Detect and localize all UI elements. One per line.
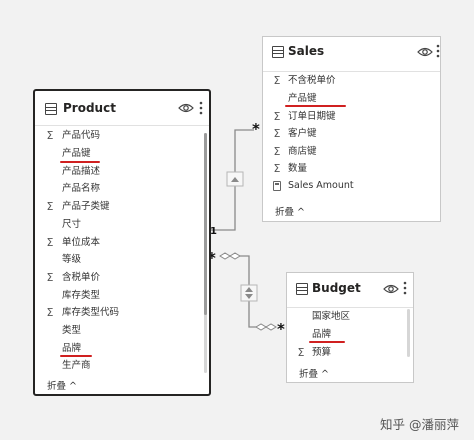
field-sales-amount[interactable]: Sales Amount	[288, 180, 354, 191]
connector-diamond-budget	[255, 323, 277, 331]
cardinality-product-budget-to: *	[277, 320, 285, 338]
field-size[interactable]: 尺寸	[62, 219, 82, 230]
field-budget[interactable]: 预算	[312, 347, 332, 358]
watermark: 知乎 @潘丽萍	[380, 417, 459, 432]
table-title: Product	[63, 101, 116, 115]
calculator-icon	[273, 181, 281, 191]
sigma-icon: Σ	[273, 74, 281, 87]
field-product-key[interactable]: 产品键	[288, 93, 317, 104]
highlight-underline	[60, 355, 92, 357]
eye-icon[interactable]	[417, 46, 433, 58]
collapse-button[interactable]: 折叠 ^	[47, 381, 77, 392]
field-brand[interactable]: 品牌	[62, 343, 82, 354]
field-product-code[interactable]: 产品代码	[62, 130, 101, 141]
field-quantity[interactable]: 数量	[288, 163, 308, 174]
field-country-region[interactable]: 国家地区	[312, 311, 351, 322]
table-icon	[45, 103, 57, 115]
highlight-underline	[285, 105, 346, 107]
sigma-icon: Σ	[273, 110, 281, 123]
table-title: Sales	[288, 44, 325, 58]
field-order-date-key[interactable]: 订单日期键	[288, 111, 336, 122]
sigma-icon: Σ	[46, 200, 54, 213]
more-options-icon[interactable]	[403, 281, 407, 295]
highlight-underline	[60, 161, 100, 163]
table-icon	[296, 283, 308, 295]
scrollbar-track[interactable]	[407, 309, 410, 357]
field-customer-key[interactable]: 客户键	[288, 128, 317, 139]
connector-diamond-product-budget	[219, 252, 241, 260]
field-brand[interactable]: 品牌	[312, 329, 332, 340]
field-type[interactable]: 类型	[62, 325, 82, 336]
collapse-button[interactable]: 折叠 ^	[275, 207, 305, 218]
field-store-key[interactable]: 商店键	[288, 146, 317, 157]
field-unit-price-with-tax[interactable]: 含税单价	[62, 272, 101, 283]
eye-icon[interactable]	[178, 102, 194, 114]
eye-icon[interactable]	[383, 283, 399, 295]
cardinality-product-sales-from: 1	[210, 226, 217, 237]
field-unit-cost[interactable]: 单位成本	[62, 237, 101, 248]
cardinality-product-budget-from: *	[208, 249, 216, 267]
table-icon	[272, 46, 284, 58]
field-class[interactable]: 等级	[62, 254, 82, 265]
field-unit-price-excl-tax[interactable]: 不含税单价	[288, 75, 336, 86]
sigma-icon: Σ	[273, 162, 281, 175]
field-product-name[interactable]: 产品名称	[62, 183, 101, 194]
table-header: Budget	[287, 273, 413, 308]
sigma-icon: Σ	[297, 346, 305, 359]
cardinality-product-sales-to: *	[252, 120, 260, 138]
sigma-icon: Σ	[46, 271, 54, 284]
table-header: Product	[35, 91, 209, 126]
highlight-underline	[309, 341, 345, 343]
bidirectional-filter-icon[interactable]	[240, 284, 258, 302]
table-title: Budget	[312, 281, 361, 295]
more-options-icon[interactable]	[436, 44, 440, 58]
field-stock-type-code[interactable]: 库存类型代码	[62, 307, 120, 318]
table-card-sales[interactable]: Sales Σ 不含税单价 产品键 Σ 订单日期键 Σ 客户键 Σ 商店键 Σ …	[262, 36, 441, 222]
sigma-icon: Σ	[46, 129, 54, 142]
sigma-icon: Σ	[46, 306, 54, 319]
field-stock-type[interactable]: 库存类型	[62, 290, 101, 301]
sigma-icon: Σ	[273, 127, 281, 140]
table-header: Sales	[263, 37, 440, 72]
field-product-subcategory-key[interactable]: 产品子类键	[62, 201, 110, 212]
table-card-product[interactable]: Product Σ 产品代码 产品键 产品描述 产品名称 Σ 产品子类键 尺寸 …	[33, 89, 211, 396]
more-options-icon[interactable]	[199, 101, 203, 115]
field-product-description[interactable]: 产品描述	[62, 166, 101, 177]
sigma-icon: Σ	[46, 236, 54, 249]
field-product-key[interactable]: 产品键	[62, 148, 91, 159]
field-manufacturer[interactable]: 生产商	[62, 360, 91, 371]
collapse-button[interactable]: 折叠 ^	[299, 369, 329, 380]
scrollbar-thumb[interactable]	[204, 133, 207, 315]
table-card-budget[interactable]: Budget 国家地区 品牌 Σ 预算 折叠 ^	[286, 272, 414, 383]
filter-direction-icon[interactable]	[226, 171, 244, 187]
sigma-icon: Σ	[273, 145, 281, 158]
